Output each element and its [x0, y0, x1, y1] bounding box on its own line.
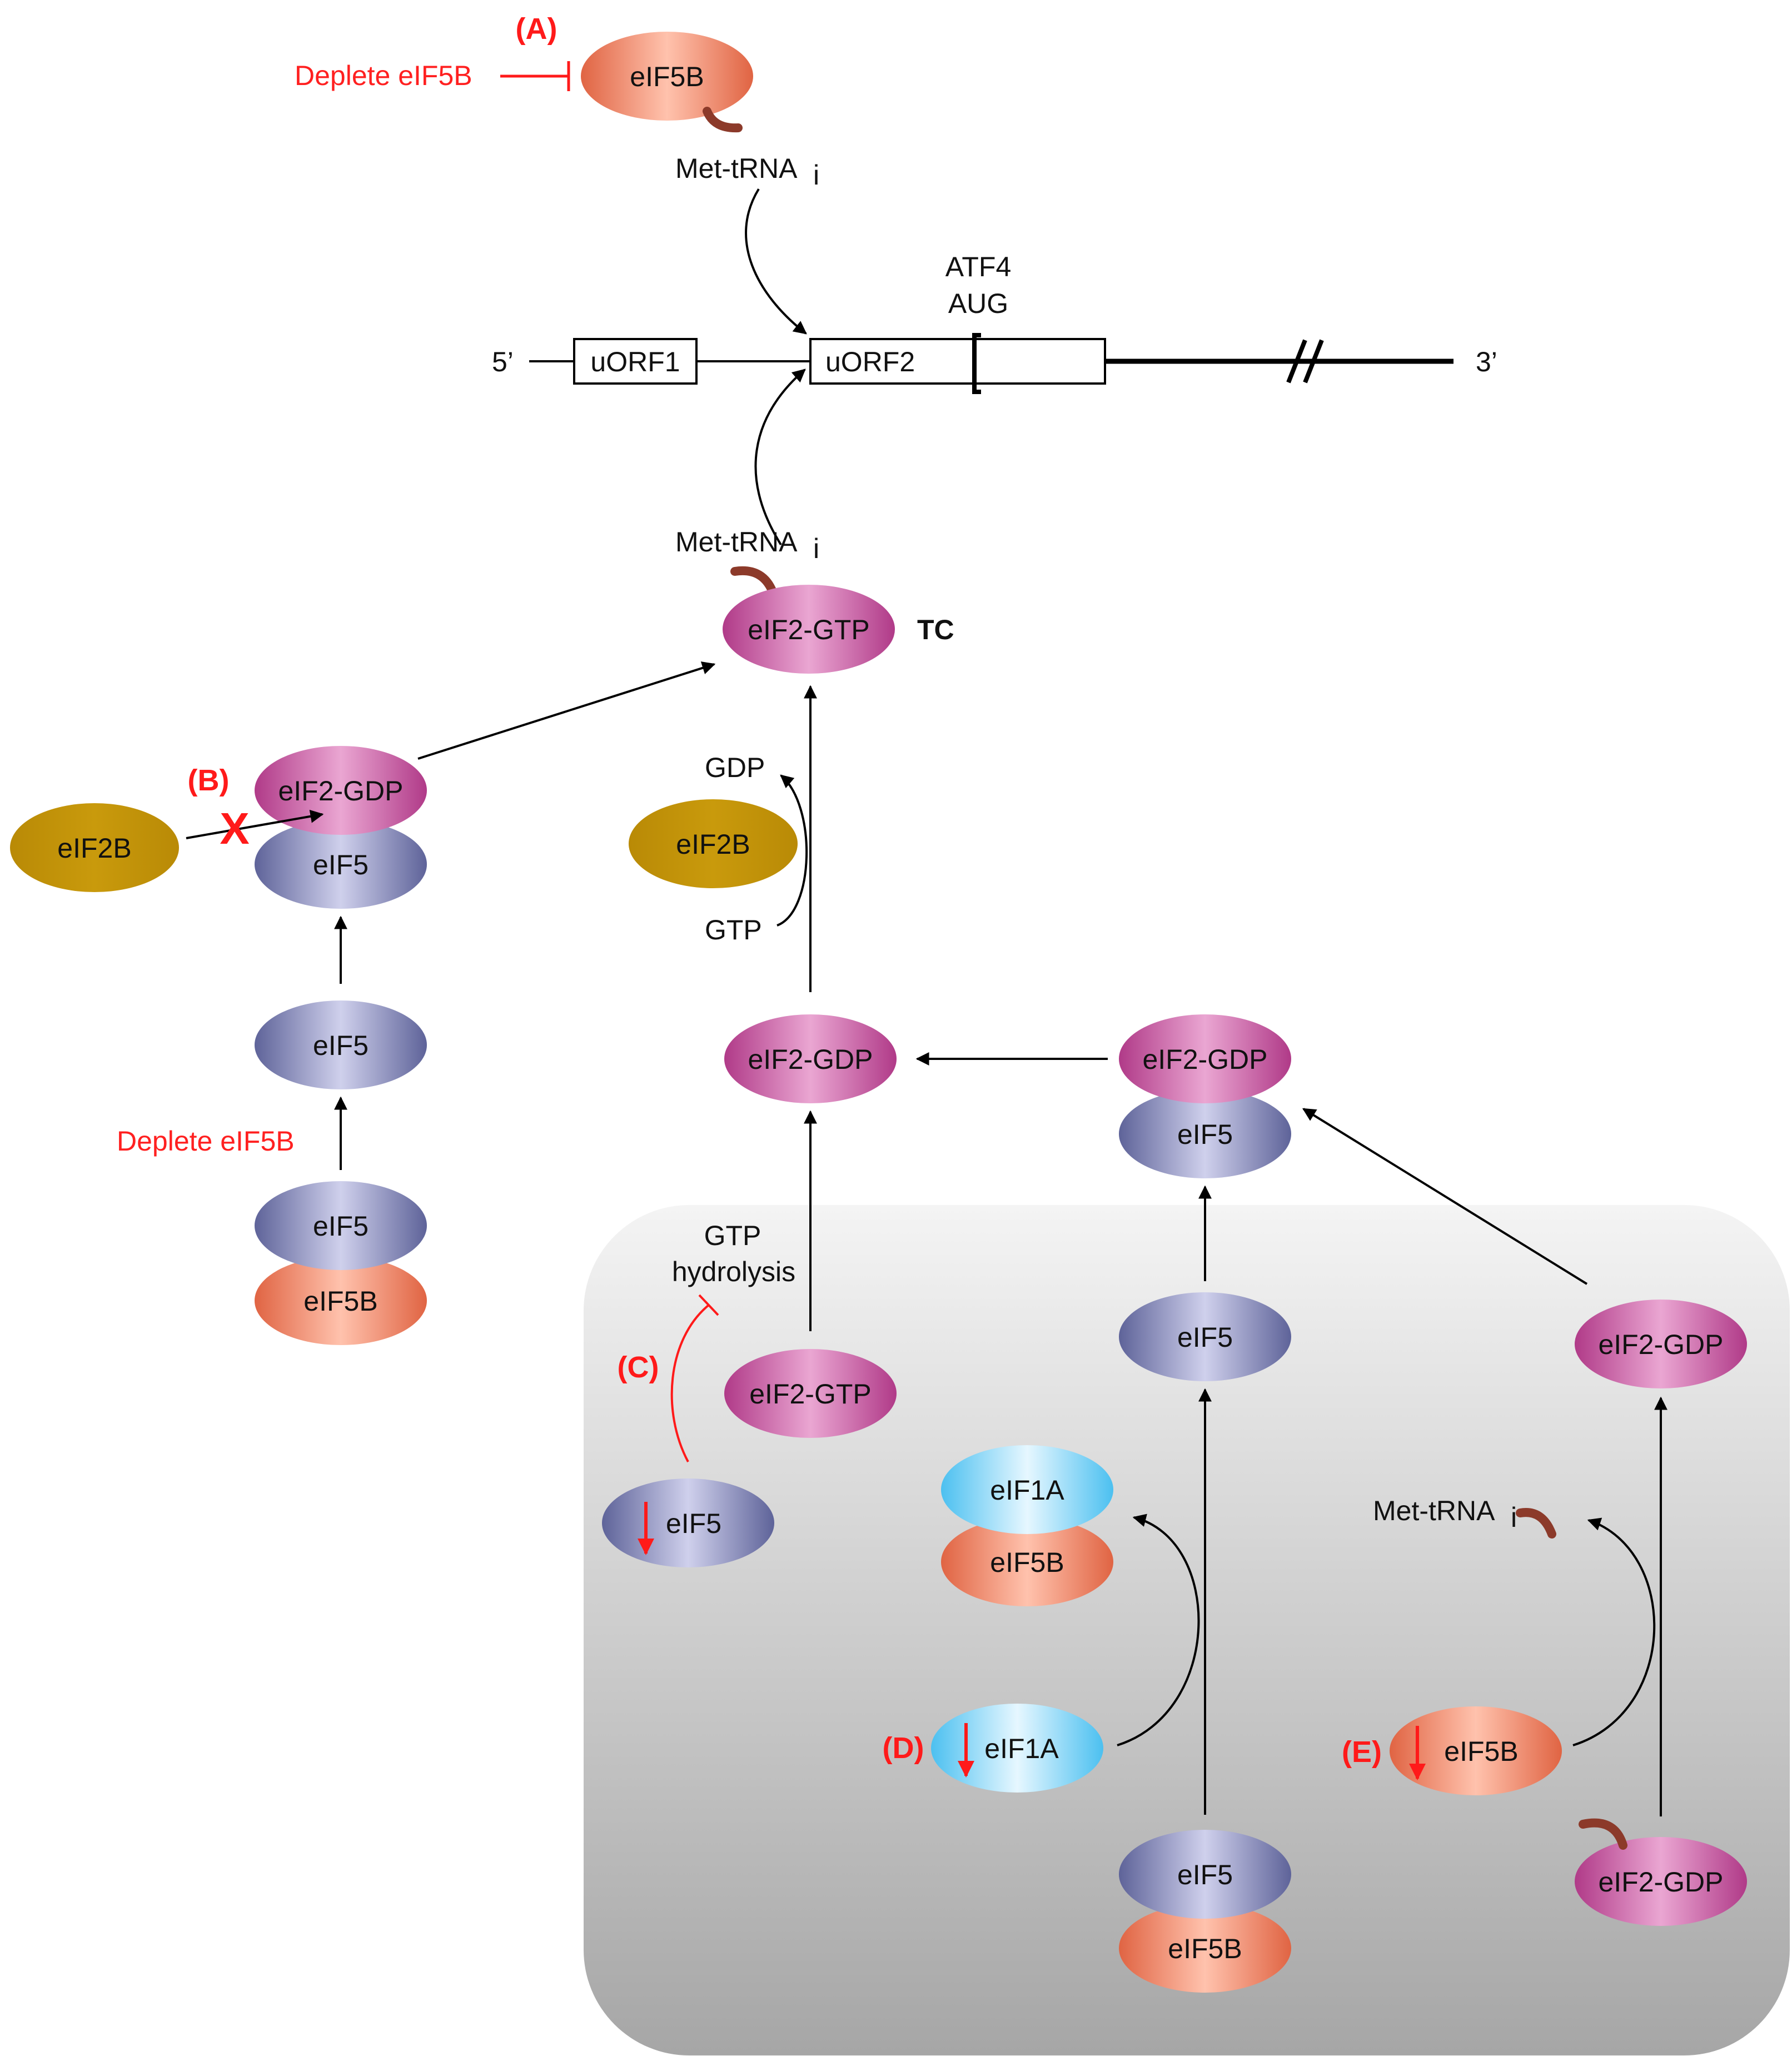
- uorf1-label: uORF1: [590, 346, 680, 377]
- svg-text:eIF5B: eIF5B: [1168, 1933, 1242, 1964]
- mrna: 5’ uORF1 uORF2 3’ ATF4 AUG: [492, 251, 1497, 394]
- eif5-bottom-complex: eIF5: [1119, 1830, 1291, 1919]
- label-e: (E): [1342, 1735, 1382, 1769]
- svg-text:eIF2-GTP: eIF2-GTP: [748, 614, 869, 645]
- eif5-c: eIF5: [602, 1478, 774, 1567]
- eif1a-d-complex: eIF1A: [941, 1445, 1113, 1534]
- svg-text:eIF5B: eIF5B: [1444, 1736, 1518, 1767]
- eif5-free-right: eIF5: [1119, 1292, 1291, 1381]
- svg-text:i: i: [1511, 1502, 1517, 1533]
- svg-text:i: i: [813, 533, 819, 564]
- svg-text:eIF2-GTP: eIF2-GTP: [749, 1378, 871, 1410]
- gtp-label: GTP: [705, 914, 762, 945]
- met-trna-label-top: Met-tRNA i: [675, 153, 819, 191]
- eif2-gdp-bottom-e: eIF2-GDP: [1575, 1837, 1747, 1926]
- uorf2-box: [809, 338, 1106, 385]
- svg-text:Met-tRNA: Met-tRNA: [675, 526, 798, 557]
- svg-text:eIF5: eIF5: [666, 1508, 721, 1539]
- inhibition-c: [670, 1304, 710, 1462]
- deplete-eif5b-left: Deplete eIF5B: [117, 1126, 295, 1157]
- arrow-gtp-gdp-exchange: [776, 774, 808, 927]
- eif5-left-complex: eIF5: [255, 1181, 427, 1270]
- svg-text:Met-tRNA: Met-tRNA: [1373, 1495, 1495, 1526]
- svg-text:GTP: GTP: [704, 1220, 761, 1251]
- svg-text:eIF2-GDP: eIF2-GDP: [1598, 1329, 1723, 1360]
- eif2-gdp-b: eIF2-GDP: [255, 746, 427, 835]
- label-c: (C): [618, 1351, 659, 1384]
- three-prime-label: 3’: [1476, 346, 1497, 377]
- svg-text:eIF2B: eIF2B: [57, 833, 131, 864]
- svg-text:eIF2-GDP: eIF2-GDP: [748, 1044, 873, 1075]
- svg-text:i: i: [813, 160, 819, 191]
- eif2-gdp-e: eIF2-GDP: [1575, 1300, 1747, 1388]
- atf4-label: ATF4: [945, 251, 1012, 282]
- eif2b-left: eIF2B: [10, 803, 179, 892]
- label-a: (A): [516, 12, 557, 46]
- eif5b-d-complex: eIF5B: [941, 1517, 1113, 1606]
- trna-icon: [1579, 1818, 1627, 1850]
- svg-text:eIF2B: eIF2B: [676, 829, 750, 860]
- eif5b-e: eIF5B: [1390, 1706, 1562, 1795]
- arrow-tc-to-uorf2: [754, 369, 806, 546]
- arrow-eif5b-releases-trna: [1572, 1517, 1656, 1746]
- svg-text:eIF5: eIF5: [313, 849, 369, 880]
- tc-label: TC: [917, 614, 954, 645]
- trna-icon: [703, 107, 743, 133]
- aug-label: AUG: [948, 288, 1008, 319]
- arrow-eif1a-binds-eif5b: [1117, 1514, 1200, 1746]
- eif2-gdp-mid: eIF2-GDP: [724, 1014, 897, 1103]
- svg-text:eIF2-GDP: eIF2-GDP: [1142, 1044, 1267, 1075]
- deplete-eif5b-top: Deplete eIF5B: [295, 60, 472, 91]
- arrow-eif2b-blocked: [186, 809, 324, 839]
- svg-text:eIF5B: eIF5B: [303, 1286, 377, 1317]
- atf4-bracket: [972, 333, 981, 394]
- shaded-region: [584, 1205, 1790, 2055]
- svg-text:eIF2-GDP: eIF2-GDP: [278, 775, 403, 807]
- eif5b-left: eIF5B: [255, 1256, 427, 1345]
- svg-text:Met-tRNA: Met-tRNA: [675, 153, 798, 184]
- label-b: (B): [188, 764, 230, 797]
- met-trna-label-tc: Met-tRNA i: [675, 526, 819, 564]
- svg-text:eIF5: eIF5: [1177, 1859, 1233, 1890]
- trna-icon: [1516, 1508, 1556, 1539]
- svg-text:eIF1A: eIF1A: [990, 1475, 1064, 1506]
- eif2b-mid: eIF2B: [629, 799, 798, 888]
- svg-text:eIF5: eIF5: [313, 1030, 369, 1061]
- eif2-gdp-right-complex: eIF2-GDP: [1119, 1014, 1291, 1103]
- svg-text:eIF2-GDP: eIF2-GDP: [1598, 1866, 1723, 1898]
- arrow-trna-to-uorf2: [745, 188, 807, 335]
- x-mark: X: [220, 804, 249, 853]
- svg-text:hydrolysis: hydrolysis: [672, 1256, 795, 1287]
- met-trna-label-e: Met-tRNA i: [1373, 1495, 1517, 1533]
- uorf2-label: uORF2: [825, 346, 915, 377]
- svg-text:eIF1A: eIF1A: [984, 1733, 1059, 1764]
- node-label: eIF5B: [630, 61, 704, 92]
- arrow-eif2gdp-to-tc: [417, 661, 716, 760]
- gdp-label: GDP: [705, 752, 765, 783]
- eif2-gtp-tc: eIF2-GTP: [723, 585, 895, 674]
- five-prime-label: 5’: [492, 346, 514, 377]
- svg-text:eIF5: eIF5: [1177, 1119, 1233, 1150]
- svg-text:eIF5B: eIF5B: [990, 1547, 1064, 1578]
- eif1a-d: eIF1A: [931, 1704, 1103, 1793]
- eif5b-top: eIF5B: [581, 32, 753, 121]
- svg-text:eIF5: eIF5: [313, 1211, 369, 1242]
- eif5-b: eIF5: [255, 820, 427, 909]
- gtp-hydrolysis-label: GTP hydrolysis: [672, 1220, 795, 1287]
- eif5-right-complex: eIF5: [1119, 1089, 1291, 1178]
- eif2-gtp-c: eIF2-GTP: [724, 1349, 897, 1438]
- eif5-free-left: eIF5: [255, 1000, 427, 1089]
- eif5b-bottom-complex: eIF5B: [1119, 1904, 1291, 1993]
- svg-text:eIF5: eIF5: [1177, 1322, 1233, 1353]
- label-d: (D): [883, 1731, 924, 1765]
